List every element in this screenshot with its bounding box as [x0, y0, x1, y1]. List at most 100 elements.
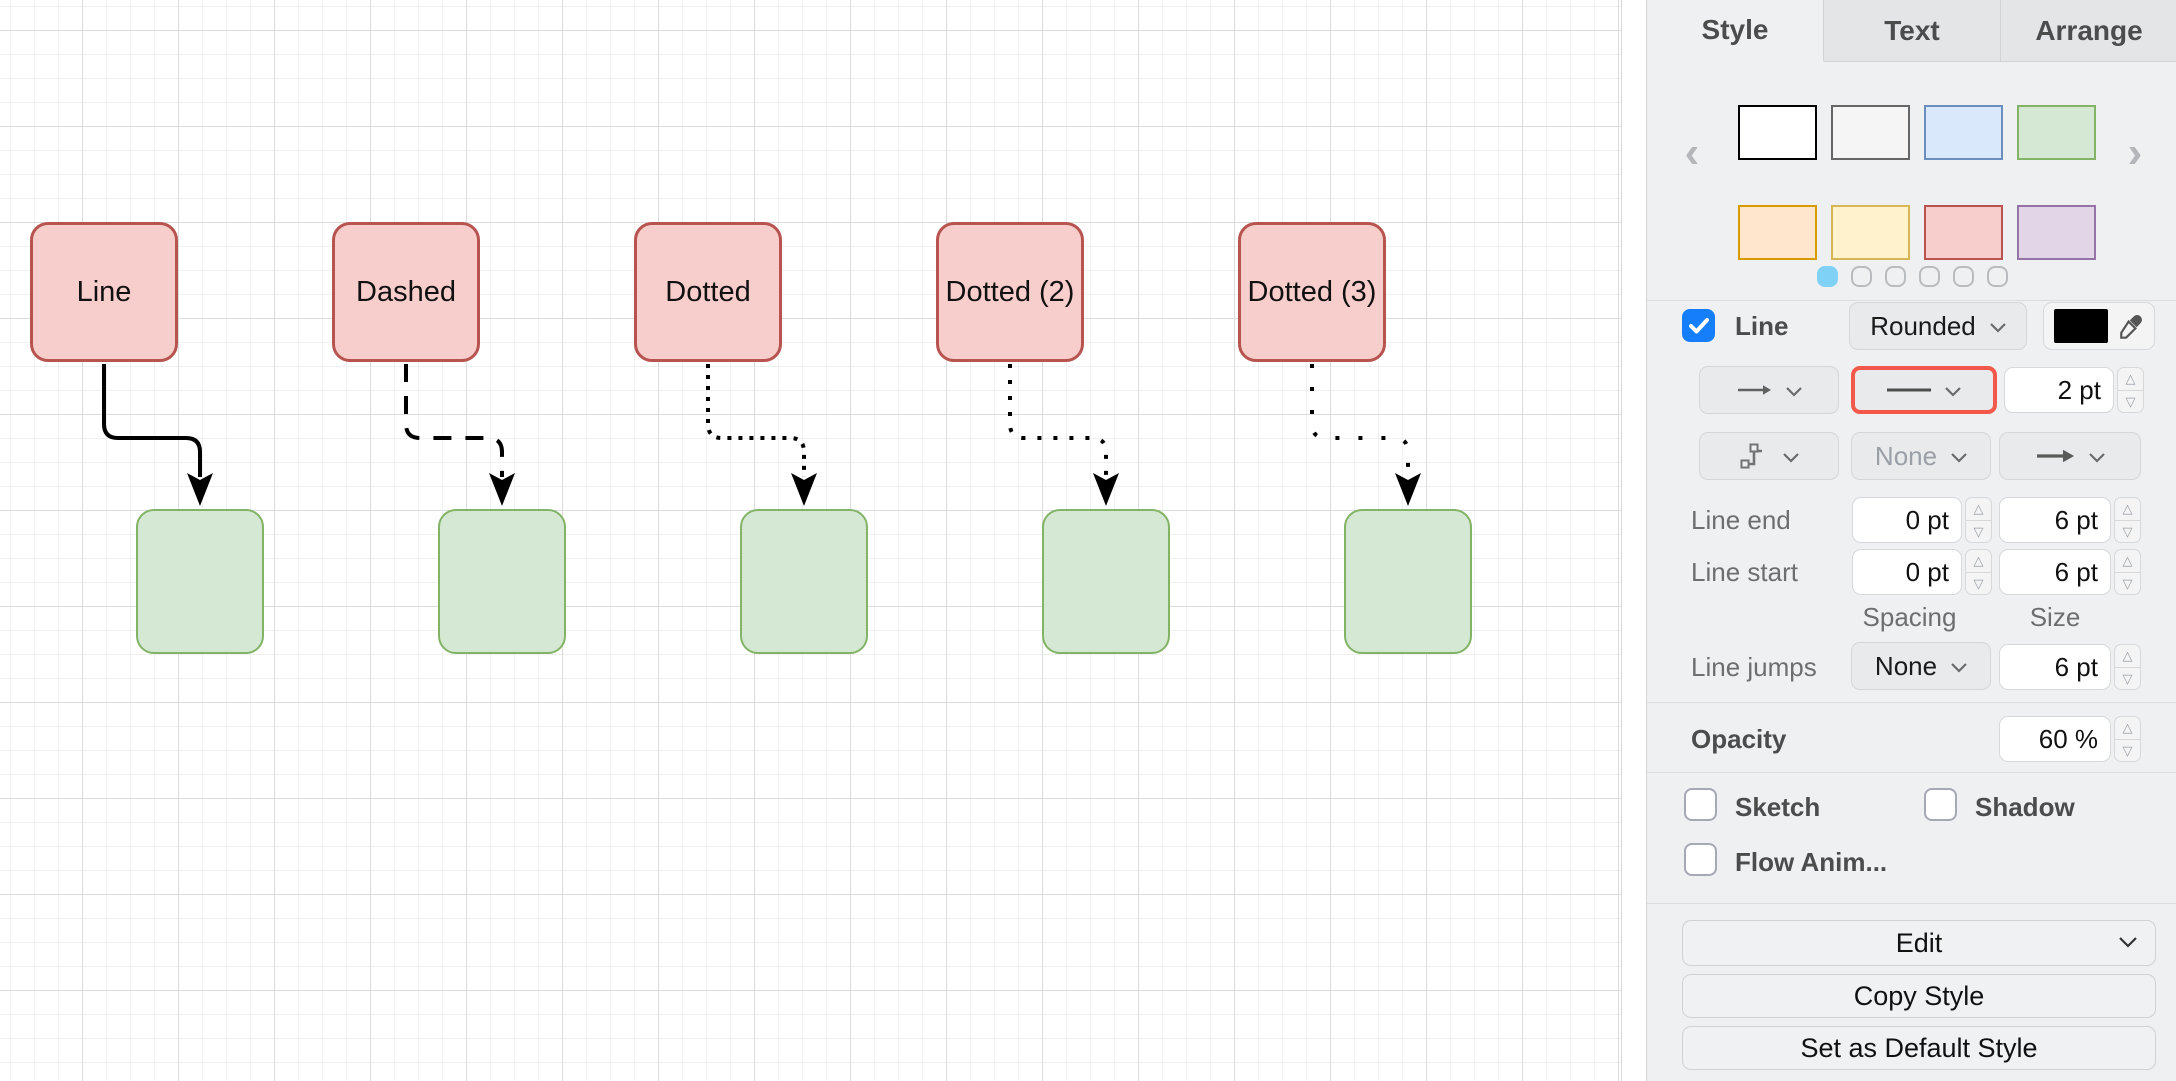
chevron-down-icon [1951, 452, 1967, 463]
style-preset-swatch[interactable] [2017, 105, 2096, 160]
line-jumps-size-stepper[interactable]: △▽ [2114, 644, 2141, 690]
edit-style-button-label: Edit [1895, 927, 1943, 958]
opacity-label: Opacity [1691, 724, 1787, 754]
style-preset-swatch[interactable] [2017, 205, 2096, 260]
line-end-spacing-stepper[interactable]: △▽ [1965, 497, 1992, 543]
connector-dashed[interactable] [404, 364, 504, 477]
line-start-size-input[interactable]: 6 pt [1999, 549, 2111, 595]
swatch-page-dot[interactable] [1918, 266, 1940, 287]
line-end-spacing-input[interactable]: 0 pt [1852, 497, 1962, 543]
shadow-label: Shadow [1975, 792, 2075, 822]
style-preset-swatch[interactable] [1924, 105, 2003, 160]
swatch-page-dot[interactable] [1850, 266, 1872, 287]
eyedropper-icon [2120, 315, 2142, 339]
arrow-right-icon [2037, 449, 2074, 463]
diagram-canvas[interactable]: Line Dashed Dotted Dotted (2) Dotted (3) [0, 0, 1622, 1081]
connector-dotted-medium[interactable] [1008, 364, 1108, 477]
target-node[interactable] [438, 509, 566, 654]
end-arrow-select[interactable] [1999, 432, 2141, 480]
swatch-prev-icon[interactable]: ‹ [1684, 128, 1700, 177]
line-start-spacing-stepper[interactable]: △▽ [1965, 549, 1992, 595]
flow-animation-checkbox[interactable] [1684, 843, 1717, 876]
connector-dotted-sparse[interactable] [1310, 364, 1410, 477]
arrowhead-icon [791, 473, 817, 506]
line-checkbox[interactable] [1682, 309, 1715, 342]
connector-option-value: None [1874, 440, 1938, 471]
solid-line-icon [1887, 388, 1931, 392]
format-tabs: Style Text Arrange [1647, 0, 2176, 62]
line-end-size-input[interactable]: 6 pt [1999, 497, 2111, 543]
style-preset-swatch[interactable] [1831, 105, 1910, 160]
chevron-down-icon [1989, 322, 2006, 333]
line-jumps-select[interactable]: None [1851, 642, 1991, 690]
arrowhead-icon [1093, 473, 1119, 506]
source-node-dotted[interactable]: Dotted [634, 222, 782, 362]
line-start-size-stepper[interactable]: △▽ [2114, 549, 2141, 595]
spacing-column-label: Spacing [1862, 602, 1957, 632]
orthogonal-waypoints-icon [1740, 443, 1762, 469]
swatch-page-dot[interactable] [1884, 266, 1906, 287]
edit-style-button[interactable]: Edit [1682, 920, 2156, 966]
source-node-dotted-2[interactable]: Dotted (2) [936, 222, 1084, 362]
connector-option-select[interactable]: None [1851, 432, 1991, 480]
chevron-down-icon [2119, 937, 2137, 948]
set-default-style-button[interactable]: Set as Default Style [1682, 1026, 2156, 1070]
line-jumps-label: Line jumps [1691, 652, 1817, 682]
target-node[interactable] [136, 509, 264, 654]
corner-style-value: Rounded [1870, 310, 1976, 341]
connector-layer [102, 364, 1421, 506]
line-start-spacing-input[interactable]: 0 pt [1852, 549, 1962, 595]
swatch-next-icon[interactable]: › [2127, 128, 2143, 177]
line-width-input[interactable]: 2 pt [2004, 367, 2114, 413]
line-color-button[interactable] [2043, 302, 2155, 350]
tab-style[interactable]: Style [1647, 0, 1824, 62]
style-preset-swatch[interactable] [1924, 205, 2003, 260]
style-preset-swatch[interactable] [1831, 205, 1910, 260]
source-node-dashed[interactable]: Dashed [332, 222, 480, 362]
line-style-select[interactable] [1851, 366, 1997, 414]
source-node-dotted-3[interactable]: Dotted (3) [1238, 222, 1386, 362]
connector-dotted-fine[interactable] [706, 364, 806, 477]
shadow-checkbox[interactable] [1924, 788, 1957, 821]
line-start-label: Line start [1691, 557, 1798, 587]
tab-text[interactable]: Text [1824, 0, 2001, 61]
source-node-line[interactable]: Line [30, 222, 178, 362]
waypoints-select[interactable] [1699, 432, 1839, 480]
line-width-stepper[interactable]: △▽ [2117, 367, 2144, 413]
style-preset-swatch[interactable] [1738, 205, 1817, 260]
arrow-right-thin-icon [1738, 385, 1771, 395]
target-node[interactable] [1344, 509, 1472, 654]
line-jumps-size-input[interactable]: 6 pt [1999, 644, 2111, 690]
corner-style-select[interactable]: Rounded [1849, 302, 2027, 350]
line-end-label: Line end [1691, 505, 1791, 535]
chevron-down-icon [1951, 662, 1967, 673]
target-node[interactable] [740, 509, 868, 654]
sketch-checkbox[interactable] [1684, 788, 1717, 821]
target-node[interactable] [1042, 509, 1170, 654]
connector-solid[interactable] [102, 364, 202, 477]
opacity-input[interactable]: 60 % [1999, 716, 2111, 762]
swatch-page-dot[interactable] [1986, 266, 2008, 287]
node-label: Dashed [356, 275, 456, 308]
format-panel: Style Text Arrange ‹ › Line Rounded [1646, 0, 2176, 1081]
swatch-page-dot[interactable] [1816, 266, 1838, 287]
swatch-pager-dots [1647, 266, 2176, 287]
opacity-stepper[interactable]: △▽ [2114, 716, 2141, 762]
chevron-down-icon [1945, 386, 1961, 397]
copy-style-button[interactable]: Copy Style [1682, 974, 2156, 1018]
sketch-label: Sketch [1735, 792, 1821, 822]
arrowhead-icon [187, 473, 213, 506]
line-end-size-stepper[interactable]: △▽ [2114, 497, 2141, 543]
arrowhead-icon [1395, 473, 1421, 506]
size-column-label: Size [2029, 602, 2081, 632]
chevron-down-icon [2089, 452, 2105, 463]
chevron-down-icon [1783, 452, 1799, 463]
style-preset-swatch[interactable] [1738, 105, 1817, 160]
start-arrow-select[interactable] [1699, 366, 1839, 414]
line-section-label: Line [1735, 311, 1789, 341]
node-label: Line [76, 275, 132, 308]
swatch-page-dot[interactable] [1952, 266, 1974, 287]
tab-arrange[interactable]: Arrange [2035, 14, 2143, 46]
canvas-scrollbar-track[interactable] [1623, 0, 1646, 1081]
